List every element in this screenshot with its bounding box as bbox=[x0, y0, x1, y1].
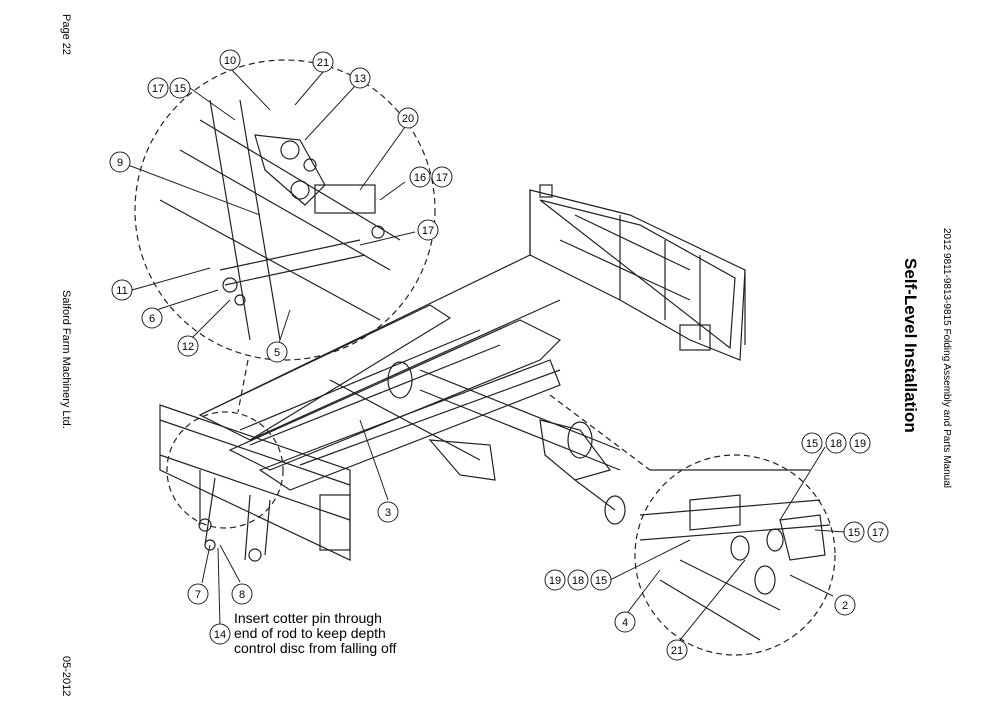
svg-text:17: 17 bbox=[872, 527, 884, 539]
callout-20: 20 bbox=[397, 107, 419, 129]
svg-text:18: 18 bbox=[572, 575, 584, 587]
svg-text:19: 19 bbox=[854, 438, 866, 450]
svg-text:16: 16 bbox=[414, 172, 426, 184]
callout-7: 7 bbox=[187, 583, 209, 605]
svg-text:2: 2 bbox=[842, 600, 848, 612]
svg-text:15: 15 bbox=[806, 438, 818, 450]
callout-10: 10 bbox=[219, 49, 241, 71]
svg-text:5: 5 bbox=[274, 347, 280, 359]
callout-8: 8 bbox=[231, 583, 253, 605]
callout-4: 4 bbox=[614, 611, 636, 633]
callout-16: 16 bbox=[409, 166, 431, 188]
detail-circle-hitch bbox=[166, 411, 284, 529]
svg-text:17: 17 bbox=[422, 225, 434, 237]
callout-17c: 17 bbox=[417, 219, 439, 241]
callout-21b: 21 bbox=[666, 639, 688, 661]
callout-11: 11 bbox=[111, 279, 133, 301]
svg-text:7: 7 bbox=[195, 589, 201, 601]
callouts: 17 15 10 21 13 20 9 16 17 17 11 6 12 5 3… bbox=[109, 49, 889, 661]
callout-18a: 18 bbox=[825, 432, 847, 454]
callout-5: 5 bbox=[266, 341, 288, 363]
svg-text:18: 18 bbox=[830, 438, 842, 450]
leader-lines bbox=[127, 67, 846, 641]
svg-text:4: 4 bbox=[622, 617, 628, 629]
svg-text:17: 17 bbox=[436, 172, 448, 184]
svg-text:6: 6 bbox=[149, 313, 155, 325]
callout-14: 14 bbox=[209, 623, 231, 645]
svg-text:8: 8 bbox=[239, 589, 245, 601]
callout-15b: 15 bbox=[801, 432, 823, 454]
callout-15d: 15 bbox=[590, 569, 612, 591]
callout-9: 9 bbox=[109, 151, 131, 173]
svg-text:9: 9 bbox=[117, 157, 123, 169]
callout-15c: 15 bbox=[843, 521, 865, 543]
svg-text:13: 13 bbox=[354, 73, 366, 85]
callout-3: 3 bbox=[377, 501, 399, 523]
svg-text:20: 20 bbox=[402, 113, 414, 125]
svg-text:15: 15 bbox=[174, 83, 186, 95]
callout-19b: 19 bbox=[544, 569, 566, 591]
callout-17a: 17 bbox=[147, 77, 169, 99]
callout-13: 13 bbox=[349, 67, 371, 89]
callout-2: 2 bbox=[834, 594, 856, 616]
note-line-1: Insert cotter pin through bbox=[234, 610, 382, 626]
svg-text:21: 21 bbox=[317, 57, 329, 69]
svg-text:17: 17 bbox=[152, 83, 164, 95]
svg-text:10: 10 bbox=[224, 55, 236, 67]
note-line-2: end of rod to keep depth bbox=[234, 625, 386, 641]
detail-circle-bottom bbox=[634, 454, 836, 656]
svg-text:3: 3 bbox=[385, 507, 391, 519]
frame-linework bbox=[134, 59, 836, 656]
svg-text:12: 12 bbox=[182, 341, 194, 353]
svg-text:15: 15 bbox=[848, 527, 860, 539]
svg-text:14: 14 bbox=[214, 629, 226, 641]
cotter-pin-note: Insert cotter pin through end of rod to … bbox=[234, 611, 474, 656]
svg-text:21: 21 bbox=[671, 645, 683, 657]
callout-21a: 21 bbox=[312, 51, 334, 73]
callout-12: 12 bbox=[177, 335, 199, 357]
callout-17b: 17 bbox=[431, 166, 453, 188]
svg-text:19: 19 bbox=[549, 575, 561, 587]
callout-6: 6 bbox=[141, 307, 163, 329]
callout-15a: 15 bbox=[169, 77, 191, 99]
detail-circle-top bbox=[134, 59, 436, 361]
callout-17d: 17 bbox=[867, 521, 889, 543]
note-line-3: control disc from falling off bbox=[234, 640, 397, 656]
callout-19a: 19 bbox=[849, 432, 871, 454]
svg-text:15: 15 bbox=[595, 575, 607, 587]
svg-text:11: 11 bbox=[116, 285, 127, 297]
callout-18b: 18 bbox=[567, 569, 589, 591]
